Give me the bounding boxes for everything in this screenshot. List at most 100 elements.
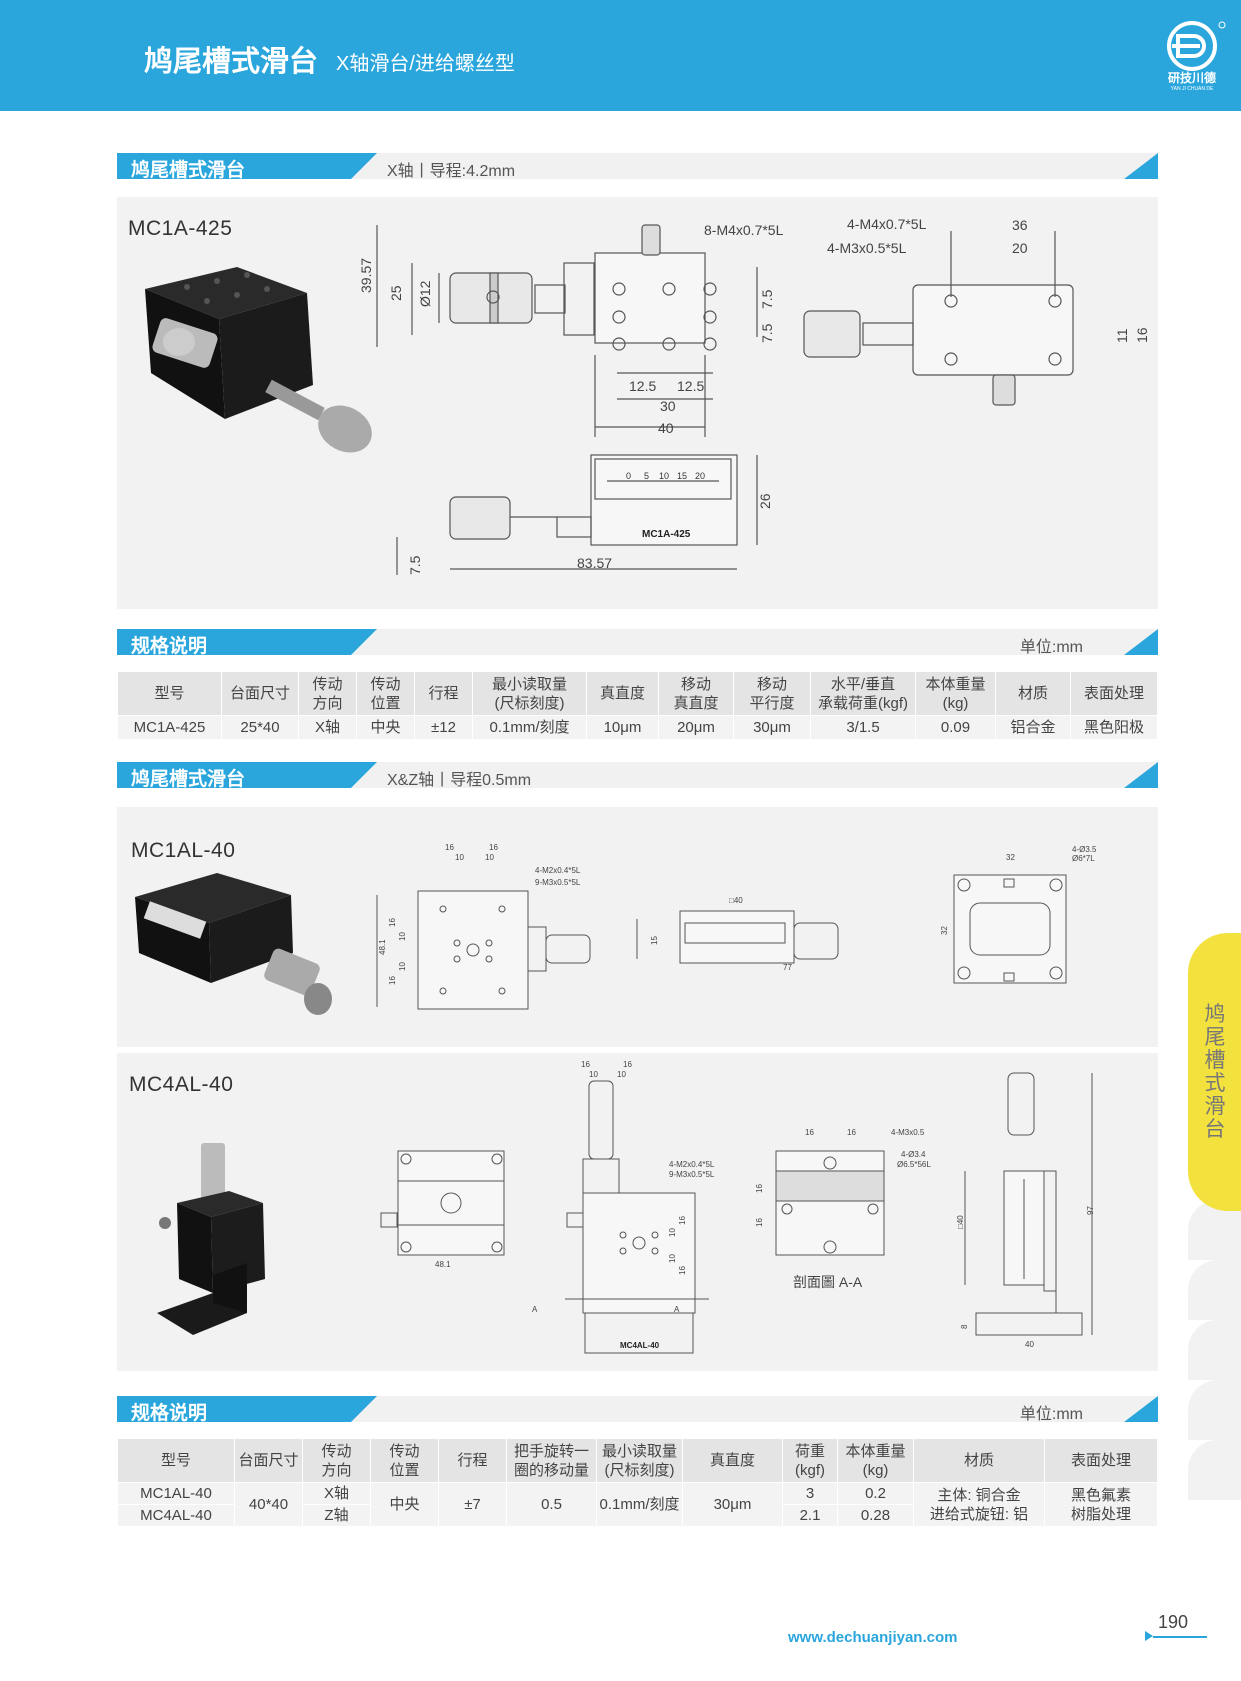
website-link[interactable]: www.dechuanjiyan.com	[788, 1629, 958, 1646]
header-subtitle: X轴滑台/进给螺丝型	[336, 53, 515, 75]
dim-label: 12.5	[677, 378, 704, 394]
model-name: MC1AL-40	[131, 839, 236, 862]
spec-bar-2: 规格说明 单位:mm	[117, 1396, 1158, 1422]
dim-label: 16	[489, 843, 498, 852]
table-header: 移动 平行度	[733, 671, 811, 716]
dim-label: Ø6.5*56L	[897, 1160, 931, 1169]
dim-label: 20	[1012, 240, 1028, 256]
spec-title-2: 规格说明	[131, 1403, 208, 1424]
table-cell: ±7	[438, 1482, 507, 1527]
table-cell: 25*40	[221, 715, 299, 740]
scale-tick-label: 20	[695, 471, 705, 481]
product-photo-mc1al	[135, 873, 332, 1015]
dim-label: 16	[388, 976, 397, 985]
arrow-icon	[1145, 1631, 1153, 1641]
top-view-mc1al	[376, 890, 591, 1010]
table-header: 行程	[414, 671, 473, 716]
table-header: 荷重 (kgf)	[782, 1438, 838, 1483]
drawing-mc4al: 48.1 16 16 10 10 4-M2x0.4*5L 9-M3x0.5*5L…	[157, 1060, 1095, 1354]
model-name: MC1A-425	[128, 217, 233, 240]
dim-label: 7.5	[759, 323, 775, 343]
dim-label: Ø6*7L	[1072, 854, 1095, 863]
side-view-mc4al	[964, 1072, 1093, 1336]
table-cell: MC1A-425	[117, 715, 222, 740]
front-view-mc1al	[636, 910, 839, 964]
drawing-mc1a: 8-M4x0.7*5L 39.57 25 Ø12 7.5 7.5 12.5 12…	[145, 216, 1150, 575]
table-header: 把手旋转一 圈的移动量	[506, 1438, 597, 1483]
section-bar-2: 鸠尾槽式滑台 X&Z轴丨导程0.5mm	[117, 762, 1158, 788]
table-cell: 铝合金	[995, 715, 1071, 740]
logo-text: 研技川德	[1168, 70, 1216, 85]
scale-tick-label: 5	[644, 471, 649, 481]
side-view-mc1al	[953, 874, 1067, 984]
table-header: 材质	[913, 1438, 1045, 1483]
spec-table-2: 型号 台面尺寸 传动 方向 传动 位置 行程 把手旋转一 圈的移动量 最小读取量…	[117, 1438, 1158, 1527]
section-subtitle-1: X轴丨导程:4.2mm	[387, 163, 516, 180]
dim-label: 9-M3x0.5*5L	[535, 878, 581, 887]
front-view-mc4al	[565, 1080, 709, 1354]
spec-bar-1: 规格说明 单位:mm	[117, 629, 1158, 655]
table-header: 传动 方向	[302, 1438, 371, 1483]
dim-label: 4-Ø3.5	[1072, 845, 1097, 854]
table-cell: MC4AL-40	[117, 1504, 235, 1527]
table-header: 真直度	[682, 1438, 783, 1483]
spec-unit-1: 单位:mm	[1019, 639, 1083, 656]
dim-label: 40	[658, 420, 674, 436]
dim-label: 10	[398, 962, 407, 971]
corner-triangle	[1124, 629, 1158, 655]
dim-label: 10	[485, 853, 494, 862]
table-cell: 3	[782, 1482, 838, 1505]
table-cell: 20μm	[658, 715, 734, 740]
table-header: 表面处理	[1044, 1438, 1158, 1483]
model-name: MC4AL-40	[129, 1073, 234, 1096]
table-cell: 中央	[356, 715, 415, 740]
section-marker: A	[674, 1305, 680, 1314]
section-bar-1: 鸠尾槽式滑台 X轴丨导程:4.2mm	[117, 153, 1158, 179]
table-cell: 10μm	[586, 715, 659, 740]
table-cell: X轴	[298, 715, 357, 740]
engraved-model: MC4AL-40	[620, 1341, 660, 1350]
dim-label: 25	[388, 285, 404, 301]
dim-label: 83.57	[577, 555, 612, 571]
section-view-mc4al	[775, 1150, 885, 1256]
dim-label: 16	[1134, 327, 1150, 343]
product-photo-mc1a	[145, 267, 372, 453]
top-view-mc1a	[376, 224, 758, 437]
table-header: 最小读取量 (尺标刻度)	[596, 1438, 683, 1483]
table-cell: Z轴	[302, 1504, 371, 1527]
vernier-scale: 0 5 10 15 20	[626, 471, 705, 481]
dim-label: 4-Ø3.4	[901, 1150, 926, 1159]
table-cell: ±12	[414, 715, 473, 740]
table-cell: 3/1.5	[810, 715, 916, 740]
dim-label: 7.5	[759, 289, 775, 309]
section-subtitle-2: X&Z轴丨导程0.5mm	[387, 772, 532, 789]
table-row: MC4AL-40 Z轴 2.1 0.28	[117, 1504, 1158, 1527]
front-view-mc1a	[396, 454, 758, 575]
side-stripe	[1188, 1440, 1241, 1500]
table-cell: 0.2	[837, 1482, 914, 1505]
dim-label: 16	[581, 1060, 590, 1069]
table-row: MC1AL-40 40*40 X轴 中央 ±7 0.5 0.1mm/刻度 30μ…	[117, 1482, 1158, 1527]
dim-label: 97	[1086, 1206, 1095, 1215]
table-cell: 0.5	[506, 1482, 597, 1527]
table-header: 传动 位置	[370, 1438, 439, 1483]
dim-label: 16	[678, 1216, 687, 1225]
page-header: 鸠尾槽式滑台 X轴滑台/进给螺丝型 研技川德 YAN JI CHUAN DE	[0, 0, 1241, 111]
table-cell: 黑色阳极	[1070, 715, 1158, 740]
dim-label: □40	[729, 896, 743, 905]
dim-label: 11	[1114, 328, 1130, 343]
side-stripe	[1188, 1380, 1241, 1440]
table-header: 本体重量 (kg)	[837, 1438, 914, 1483]
table-cell: 30μm	[682, 1482, 783, 1527]
table-header: 水平/垂直 承载荷重(kgf)	[810, 671, 916, 716]
table-header: 本体重量 (kg)	[915, 671, 996, 716]
dim-label: 16	[755, 1184, 764, 1193]
table-header: 传动 位置	[356, 671, 415, 716]
dim-label: 32	[940, 926, 949, 935]
side-view-mc1a	[803, 231, 1074, 406]
table-header: 表面处理	[1070, 671, 1158, 716]
dim-label: 40	[1025, 1340, 1034, 1349]
table-cell: 2.1	[782, 1504, 838, 1527]
table-header: 真直度	[586, 671, 659, 716]
corner-triangle	[1124, 762, 1158, 788]
